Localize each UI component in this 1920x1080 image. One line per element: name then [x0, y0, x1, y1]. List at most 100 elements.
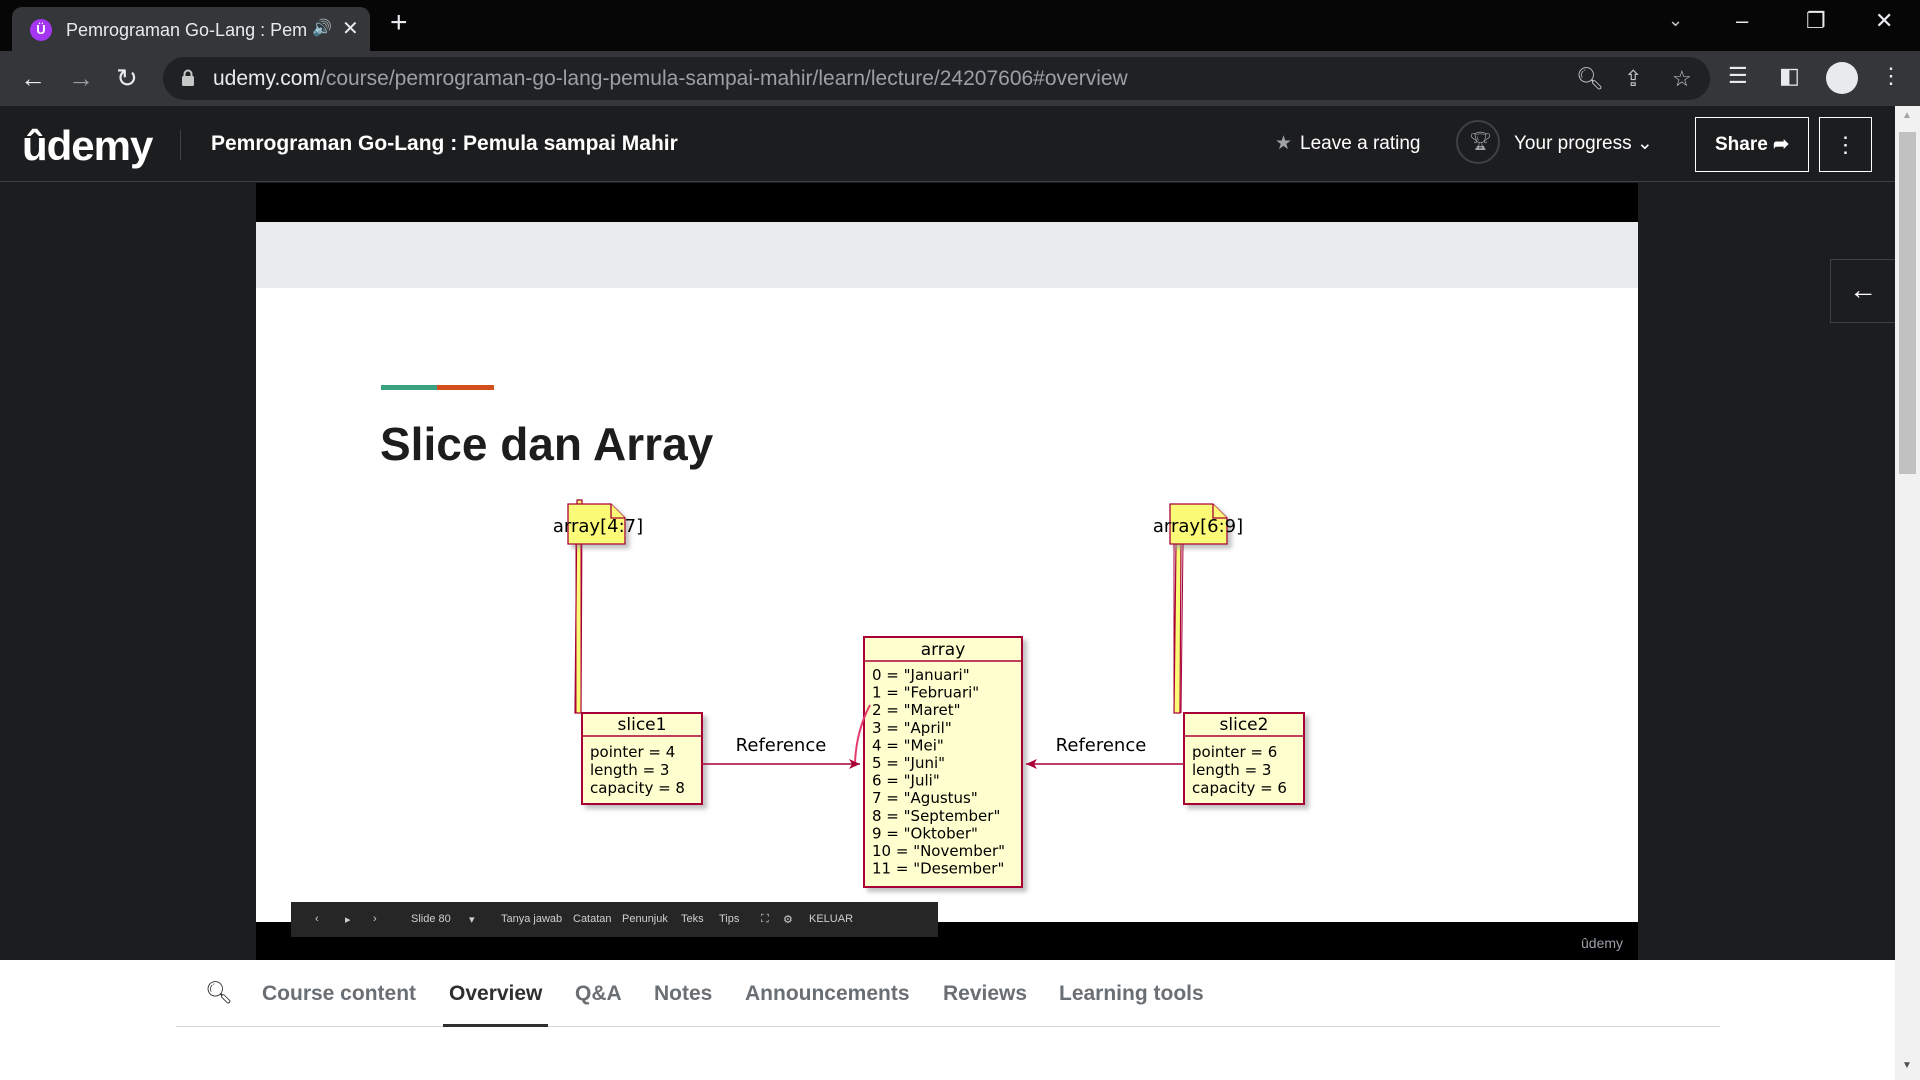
zoom-icon[interactable]: 🔍︎ — [1576, 66, 1604, 91]
array-item: 11 = "Desember" — [872, 860, 1004, 878]
presentation-controls: ‹ ▸ › Slide 80 ▾ Tanya jawab Catatan Pen… — [291, 902, 938, 937]
slide: Slice dan Array array[4:7] — [256, 222, 1638, 937]
note-left-text: array[4:7] — [553, 516, 643, 537]
trophy-icon: 🏆︎ — [1469, 131, 1492, 151]
slice2-box — [1183, 712, 1305, 805]
open-sidebar-arrow-icon[interactable]: ← — [1830, 259, 1895, 323]
search-icon[interactable]: 🔍︎ — [205, 980, 233, 1005]
tabs-divider — [176, 1026, 1720, 1027]
media-icon[interactable]: ☰ — [1728, 63, 1748, 88]
tab-notes[interactable]: Notes — [654, 982, 713, 1005]
tips-button[interactable]: Tips — [719, 913, 740, 925]
leave-rating-button[interactable]: ★Leave a rating — [1275, 133, 1421, 154]
slide-number[interactable]: Slide 80 — [411, 913, 451, 925]
notes-button[interactable]: Catatan — [573, 913, 612, 925]
accent-bar-green — [381, 385, 437, 390]
new-tab-button[interactable]: + — [390, 6, 408, 39]
slice2-field: pointer = 6 — [1192, 743, 1277, 761]
course-tabs: 🔍︎ Course content Overview Q&A Notes Ann… — [0, 960, 1895, 1080]
note-array-6-9: array[6:9] — [1153, 503, 1243, 714]
profile-icon[interactable] — [1826, 62, 1858, 94]
slice2-name: slice2 — [1220, 715, 1269, 735]
array-item: 0 = "Januari" — [872, 666, 970, 684]
udemy-logo[interactable]: ûdemy — [22, 122, 153, 169]
audio-playing-icon[interactable]: 🔊 — [312, 20, 332, 37]
slice2-field: capacity = 6 — [1192, 779, 1287, 797]
back-icon[interactable]: ← — [20, 63, 46, 93]
array-item: 7 = "Agustus" — [872, 789, 978, 807]
your-progress-dropdown[interactable]: Your progress ⌄ — [1514, 133, 1653, 154]
tab-course-content[interactable]: Course content — [262, 982, 417, 1005]
side-panel-icon[interactable]: ◧ — [1779, 63, 1800, 88]
header-divider — [180, 130, 181, 160]
scroll-thumb[interactable] — [1899, 132, 1916, 474]
slide-header-band — [256, 222, 1638, 288]
slide-dropdown-icon[interactable]: ▾ — [469, 914, 475, 926]
array-item: 8 = "September" — [872, 807, 1000, 825]
array-item: 2 = "Maret" — [872, 701, 961, 719]
next-slide-icon[interactable]: › — [373, 913, 377, 925]
reload-icon[interactable]: ↻ — [116, 63, 138, 93]
tab-title: Pemrograman Go-Lang : Pemula sampai Mahi… — [66, 20, 306, 40]
browser-tab[interactable]: Ü Pemrograman Go-Lang : Pemula sampai Ma… — [12, 7, 370, 51]
share-icon[interactable]: ⇪ — [1624, 66, 1643, 91]
edge-left-label: Reference — [736, 735, 827, 756]
array-item: 6 = "Juli" — [872, 772, 940, 790]
note-array-4-7: array[4:7] — [553, 499, 643, 714]
video-area: Slice dan Array array[4:7] — [0, 183, 1895, 960]
exit-button[interactable]: KELUAR — [809, 913, 854, 925]
url-text[interactable]: udemy.com/course/pemrograman-go-lang-pem… — [213, 67, 1128, 90]
slice1-field: pointer = 4 — [590, 743, 675, 761]
fullscreen-icon[interactable]: ⛶ — [761, 913, 769, 925]
play-icon[interactable]: ▸ — [345, 914, 351, 926]
star-icon[interactable]: ☆ — [1672, 66, 1692, 91]
scroll-down-arrow-icon[interactable]: ▼ — [1902, 1060, 1912, 1071]
qa-button[interactable]: Tanya jawab — [501, 913, 563, 925]
restore-icon[interactable]: ❐ — [1806, 8, 1826, 33]
reference-edge-left: Reference — [702, 704, 871, 769]
lock-icon[interactable] — [181, 69, 195, 87]
slice1-name: slice1 — [618, 715, 667, 735]
star-icon: ★ — [1275, 133, 1293, 154]
slice-array-diagram: array[4:7] array[6:9] slice1 — [553, 499, 1305, 888]
close-window-icon[interactable]: ✕ — [1875, 8, 1894, 33]
tab-announcements[interactable]: Announcements — [745, 982, 910, 1005]
tab-search-chevron-icon[interactable]: ⌄ — [1668, 10, 1684, 30]
scroll-up-arrow-icon[interactable]: ▲ — [1902, 110, 1912, 121]
slide-title: Slice dan Array — [380, 418, 714, 470]
edge-right-label: Reference — [1056, 735, 1147, 756]
share-button[interactable]: Share ➦ — [1695, 117, 1809, 172]
browser-tabstrip: Ü Pemrograman Go-Lang : Pemula sampai Ma… — [0, 0, 1920, 51]
prev-slide-icon[interactable]: ‹ — [315, 913, 319, 925]
tab-overview[interactable]: Overview — [449, 982, 543, 1005]
menu-icon[interactable]: ⋮ — [1880, 63, 1902, 88]
slice1-field: capacity = 8 — [590, 779, 685, 797]
settings-icon[interactable]: ⚙ — [783, 914, 793, 926]
tab-learning-tools[interactable]: Learning tools — [1059, 982, 1204, 1005]
array-item: 3 = "April" — [872, 719, 952, 737]
udemy-favicon-icon: Ü — [30, 19, 52, 41]
minimize-icon[interactable]: – — [1736, 8, 1749, 33]
array-item: 9 = "Oktober" — [872, 824, 978, 842]
tab-qa[interactable]: Q&A — [575, 982, 622, 1005]
note-right-text: array[6:9] — [1153, 516, 1243, 537]
array-item: 4 = "Mei" — [872, 736, 944, 754]
page-scrollbar[interactable]: ▲ ▼ — [1895, 106, 1920, 1080]
course-title[interactable]: Pemrograman Go-Lang : Pemula sampai Mahi… — [211, 132, 678, 155]
address-bar[interactable]: udemy.com/course/pemrograman-go-lang-pem… — [163, 57, 1710, 100]
share-arrow-icon: ➦ — [1773, 134, 1789, 155]
progress-ring[interactable]: 🏆︎ — [1456, 120, 1500, 164]
pointer-button[interactable]: Penunjuk — [622, 913, 668, 925]
active-tab-indicator — [443, 1024, 548, 1027]
forward-icon[interactable]: → — [68, 63, 94, 93]
text-button[interactable]: Teks — [681, 913, 704, 925]
browser-toolbar: ← → ↻ udemy.com/course/pemrograman-go-la… — [0, 51, 1920, 106]
array-item: 10 = "November" — [872, 842, 1005, 860]
video-player[interactable]: Slice dan Array array[4:7] — [256, 183, 1638, 960]
array-box — [863, 636, 1023, 888]
more-options-icon[interactable]: ⋮ — [1819, 117, 1872, 172]
tab-reviews[interactable]: Reviews — [943, 982, 1028, 1005]
array-item: 5 = "Juni" — [872, 754, 945, 772]
reference-edge-right: Reference — [1026, 735, 1184, 769]
close-tab-icon[interactable]: ✕ — [342, 18, 359, 40]
